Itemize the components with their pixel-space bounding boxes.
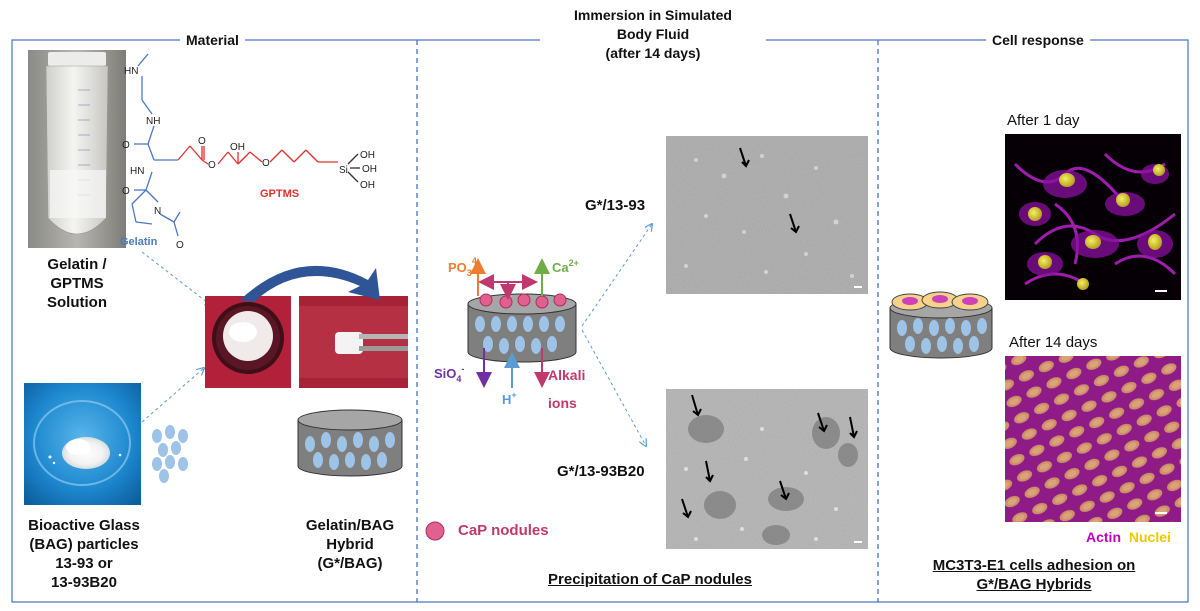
chem-label-gelatin: Gelatin — [120, 236, 158, 248]
chem-si: Si — [339, 165, 348, 176]
hybrid-label-line-1: Gelatin/BAG — [305, 517, 395, 534]
hybrid-label-line-2: Hybrid — [326, 536, 374, 553]
chem-o-2: O — [176, 240, 184, 251]
bag-label-line-2: (BAG) particles — [29, 536, 139, 553]
bag-label-line-3: 13-93 or — [55, 555, 113, 572]
gelatin-gptms-label: Gelatin / GPTMS Solution — [18, 255, 136, 312]
ion-po4: PO — [448, 260, 467, 275]
ion-po4-subscript: 3 — [467, 268, 472, 278]
gelatin-label-line-3: Solution — [47, 294, 107, 311]
ion-ca: Ca — [552, 260, 569, 275]
sample-label-13-93b20: G*/13-93B20 — [557, 463, 645, 480]
chem-n: N — [154, 206, 161, 217]
ion-h-superscript: + — [511, 390, 516, 400]
cells-on-hybrid-icon — [889, 291, 993, 359]
immersion-title-line2: Body Fluid — [616, 26, 690, 42]
ion-alkali-line2: ions — [548, 395, 577, 411]
chem-label-gptms: GPTMS — [260, 188, 299, 200]
svg-text:SiO4-: SiO4- — [434, 364, 464, 384]
chem-o-1: O — [122, 140, 130, 151]
ion-sio4-superscript: - — [461, 364, 464, 374]
after-14-days-label: After 14 days — [1009, 334, 1098, 351]
stain-legend-nuclei: Nuclei — [1128, 529, 1171, 545]
chem-oh: OH — [230, 142, 245, 153]
material-arrows-and-particles — [141, 251, 220, 483]
chem-o-ester: O — [208, 160, 216, 171]
transfer-curved-arrow — [240, 265, 380, 302]
section-title-immersion: Immersion in Simulated Body Fluid (after… — [540, 6, 766, 63]
sem-image-13-93 — [666, 136, 868, 294]
bag-label-line-1: Bioactive Glass — [28, 517, 140, 534]
bag-label-line-4: 13-93B20 — [51, 574, 117, 591]
stain-legend-actin: Actin — [1086, 529, 1121, 545]
gelatin-label-line-2: GPTMS — [50, 275, 104, 292]
gelatin-dish-photo — [205, 296, 291, 388]
cap-nodule-legend-label: CaP nodules — [458, 522, 549, 539]
chemical-structure: HN NH O HN O N O O O OH O Si OH OH OH GP… — [120, 53, 377, 251]
micrograph-day-14 — [1005, 356, 1181, 522]
gelatin-tube-photo — [28, 50, 126, 248]
ion-sio4-subscript: 4 — [456, 374, 461, 384]
section-title-material: Material — [180, 31, 245, 49]
cell-caption-line1: MC3T3-E1 cells adhesion on — [932, 557, 1136, 574]
chem-o-3: O — [122, 186, 130, 197]
svg-text:PO34-: PO34- — [448, 256, 480, 278]
chem-o-4: O — [198, 136, 206, 147]
immersion-scheme: PO34- Ca2+ SiO4- H+ Alkali ions — [434, 200, 680, 460]
immersion-title-line1: Immersion in Simulated — [574, 7, 732, 23]
ion-h: H — [502, 392, 511, 407]
gelatin-label-line-1: Gelatin / — [47, 256, 107, 273]
hybrid-tweezers-photo — [299, 296, 408, 388]
chem-nh: NH — [146, 116, 160, 127]
ion-ca-superscript: 2+ — [569, 258, 579, 268]
ion-sio4: SiO — [434, 366, 456, 381]
ion-alkali-line1: Alkali — [548, 367, 585, 383]
sample-label-13-93: G*/13-93 — [585, 197, 646, 214]
bag-powder-photo — [24, 383, 141, 505]
immersion-caption: Precipitation of CaP nodules — [548, 571, 752, 588]
chem-hn-1: HN — [124, 66, 138, 77]
chem-si-oh-2: OH — [362, 164, 377, 175]
immersion-title-line3: (after 14 days) — [605, 45, 701, 61]
svg-text:H+: H+ — [502, 390, 517, 407]
bag-particles-label: Bioactive Glass (BAG) particles 13-93 or… — [14, 516, 154, 592]
hybrid-cylinder-icon — [297, 409, 403, 477]
svg-text:Ca2+: Ca2+ — [552, 258, 579, 275]
section-title-cell-response: Cell response — [986, 31, 1090, 49]
chem-si-oh-3: OH — [360, 180, 375, 191]
after-1-day-label: After 1 day — [1007, 112, 1080, 129]
ion-po4-superscript: 4- — [472, 256, 480, 266]
cap-nodule-legend-icon — [425, 521, 445, 541]
sem-image-13-93b20 — [666, 389, 868, 549]
micrograph-day-1 — [1005, 134, 1181, 300]
stain-legend: Actin Nuclei — [1086, 529, 1171, 545]
hybrid-label-line-3: (G*/BAG) — [317, 555, 383, 572]
chem-hn-2: HN — [130, 166, 144, 177]
hybrid-label: Gelatin/BAG Hybrid (G*/BAG) — [290, 516, 410, 573]
chem-o-5: O — [262, 158, 270, 169]
cell-caption-line2: G*/BAG Hybrids — [976, 576, 1092, 593]
cell-caption: MC3T3-E1 cells adhesion on G*/BAG Hybrid… — [900, 556, 1168, 594]
chem-si-oh-1: OH — [360, 150, 375, 161]
